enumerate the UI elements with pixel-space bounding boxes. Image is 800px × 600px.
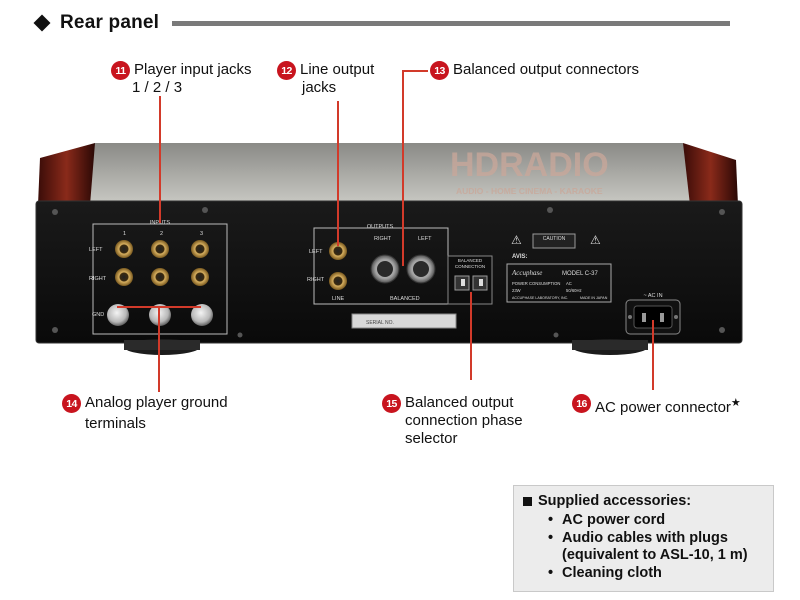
maker-label: ACCUPHASE LABORATORY, INC. [512,296,568,300]
serial-label: SERIAL NO. [366,320,394,326]
accessories-title: Supplied accessories: [538,493,692,509]
xlr-connectors [370,254,436,284]
callout-number-15: 15 [382,394,401,413]
callout-13: 13 Balanced output connectors [430,61,639,80]
callout-15-text3: selector [405,430,458,447]
left-side-panel [38,143,95,205]
input-row-left: LEFT [89,247,103,253]
inputs-frame [92,223,228,335]
warning-icon: ⚠ [511,233,522,247]
leader-line-14 [158,306,160,392]
leader-line-16 [652,320,654,390]
line-output-jacks [329,242,347,290]
callout-12-text: Line output [300,61,375,78]
list-item: •Audio cables with plugs [548,529,728,546]
callout-13-text: Balanced output connectors [453,61,639,78]
out-row-right: RIGHT [307,277,325,283]
gnd-label: GND [92,312,104,318]
balanced-label: BALANCED [390,296,420,302]
ac-label: AC [566,281,572,286]
model-plate [506,263,612,303]
out-right-label: RIGHT [374,236,392,242]
watermark-subtitle: AUDIO - HOME CINEMA - KARAOKE [456,186,603,196]
input-col-3: 3 [200,231,203,237]
leader-line-12 [337,101,339,246]
callout-16-text: AC power connector [595,399,731,416]
input-col-2: 2 [160,231,163,237]
callout-number-13: 13 [430,61,449,80]
callout-12: 12 Line output jacks [277,61,374,97]
square-bullet-icon [523,496,532,506]
leader-line-15 [470,292,472,380]
inputs-label: INPUTS [150,220,171,226]
callout-12-text2: jacks [302,79,337,96]
rca-input-jacks [115,240,209,286]
brand-name: Accuphase [511,269,542,277]
leader-line-11 [159,96,161,223]
power-consumption-label: POWER CONSUMPTION [512,281,560,286]
header-rule [172,21,730,26]
callout-15: 15 Balanced output connection phase sele… [382,394,523,448]
callout-14: 14 Analog player ground terminals [62,394,228,433]
list-item: •AC power cord [548,512,666,528]
right-side-panel [683,143,738,205]
leader-line-13-v [402,70,404,266]
made-in-label: MADE IN JAPAN [580,296,608,300]
section-title: Rear panel [60,12,160,33]
callout-11-text2: 1 / 2 / 3 [132,79,183,96]
ground-terminals [107,304,213,326]
avis-label: AVIS: [512,254,528,260]
outputs-label: OUTPUTS [367,224,394,230]
ac-in-label: ~ AC IN [643,293,662,299]
input-row-right: RIGHT [89,276,107,282]
bal-conn-label-2: CONNECTION [455,264,485,269]
callout-number-12: 12 [277,61,296,80]
line-label: LINE [332,296,345,302]
callout-14-text: Analog player ground [85,394,228,411]
panel-screws [52,207,725,338]
callout-15-text: Balanced output [405,394,514,411]
callout-11-text: Player input jacks [134,61,252,78]
out-left-label: LEFT [418,236,432,242]
frequency-label: 50/60Hz [566,288,582,293]
power-consumption-value: 23W [512,288,521,293]
caution-label-box [532,233,576,249]
top-cover [38,143,732,203]
callout-16: 16 AC power connector★ [572,394,741,417]
callout-14-text2: terminals [85,415,146,432]
serial-plate [351,313,457,329]
leader-line-13-h [402,70,428,72]
watermark-logo: HDRADIO [450,146,609,184]
accessories-list: •AC power cord •Audio cables with plugs … [548,512,748,582]
out-row-left: LEFT [309,249,323,255]
callout-11: 11 Player input jacks 1 / 2 / 3 [111,61,252,97]
section-header: Rear panel [33,10,160,36]
shock-warning-icon: ⚠ [590,233,601,247]
bal-conn-label-1: BALANCED [458,258,483,263]
leader-line-14-h [117,306,201,308]
input-col-1: 1 [123,231,126,237]
callout-number-16: 16 [572,394,591,413]
star-icon: ★ [730,397,741,409]
model-name: MODEL C-37 [562,271,598,277]
accessories-box: Supplied accessories: •AC power cord •Au… [513,485,774,592]
callout-number-11: 11 [111,61,130,80]
callout-15-text2: connection phase [405,412,523,429]
callout-number-14: 14 [62,394,81,413]
list-item: (equivalent to ASL-10, 1 m) [562,547,748,563]
list-item: •Cleaning cloth [548,564,662,581]
caution-text: CAUTION [543,236,566,242]
